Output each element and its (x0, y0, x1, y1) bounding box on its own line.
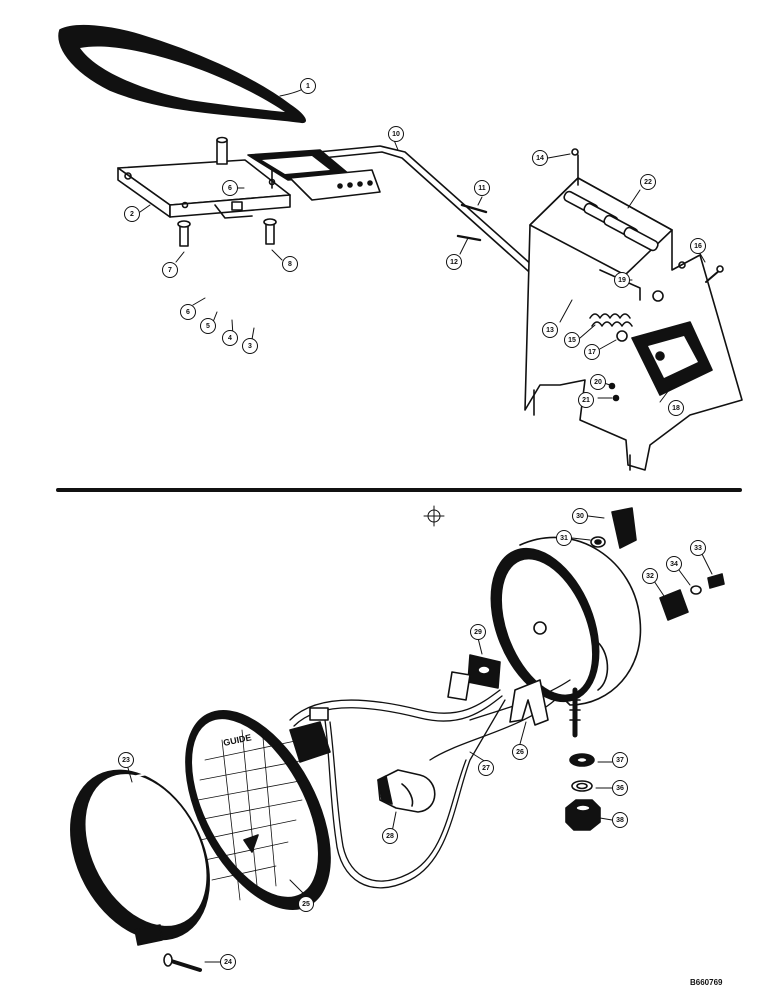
plug-part (289, 707, 331, 763)
callout-17: 17 (584, 344, 600, 360)
control-rod-part (317, 145, 561, 297)
callout-8: 8 (282, 256, 298, 272)
callout-31: 31 (556, 530, 572, 546)
callout-28: 28 (382, 828, 398, 844)
bulb-part (377, 769, 436, 813)
callout-3: 3 (242, 338, 258, 354)
callout-4: 4 (222, 330, 238, 346)
callout-38: 38 (612, 812, 628, 828)
seat-bracket-part (117, 136, 291, 219)
bolt-small-part (608, 265, 724, 402)
callout-30: 30 (572, 508, 588, 524)
callout-29: 29 (470, 624, 486, 640)
callout-12: 12 (446, 254, 462, 270)
callout-37: 37 (612, 752, 628, 768)
spring-part (589, 313, 633, 342)
seat-adjuster-part (247, 149, 381, 201)
callout-23: 23 (118, 752, 134, 768)
seat-part (58, 24, 306, 124)
callout-2: 2 (124, 206, 140, 222)
callout-32: 32 (642, 568, 658, 584)
callout-34: 34 (666, 556, 682, 572)
callout-20: 20 (590, 374, 606, 390)
socket-part (447, 654, 501, 701)
pin-part (456, 203, 488, 242)
callout-1: 1 (300, 78, 316, 94)
callout-5: 5 (200, 318, 216, 334)
screw-part (163, 953, 202, 972)
callout-18: 18 (668, 400, 684, 416)
callout-21: 21 (578, 392, 594, 408)
switch-part (631, 321, 713, 396)
callout-26: 26 (512, 744, 528, 760)
retaining-ring-part (70, 769, 210, 946)
callout-10: 10 (388, 126, 404, 142)
callout-16: 16 (690, 238, 706, 254)
plate-identifier: B660769 (690, 978, 723, 987)
callout-22: 22 (640, 174, 656, 190)
registration-mark (423, 505, 445, 527)
callout-36: 36 (612, 780, 628, 796)
callout-15: 15 (564, 332, 580, 348)
nut-washer-part (565, 753, 601, 831)
callout-11: 11 (474, 180, 490, 196)
callout-33: 33 (690, 540, 706, 556)
callout-14: 14 (532, 150, 548, 166)
callout-24: 24 (220, 954, 236, 970)
clip-part (509, 679, 549, 726)
callout-25: 25 (298, 896, 314, 912)
switch-knob-part (590, 507, 725, 621)
lamp-housing-part (490, 536, 642, 738)
mount-bracket-part (524, 148, 743, 471)
callout-7: 7 (162, 262, 178, 278)
lens-part (185, 710, 331, 910)
callout-13: 13 (542, 322, 558, 338)
bolt-part (177, 218, 277, 247)
callout-6: 6 (222, 180, 238, 196)
callout-6b: 6 (180, 304, 196, 320)
callout-27: 27 (478, 760, 494, 776)
callout-19: 19 (614, 272, 630, 288)
